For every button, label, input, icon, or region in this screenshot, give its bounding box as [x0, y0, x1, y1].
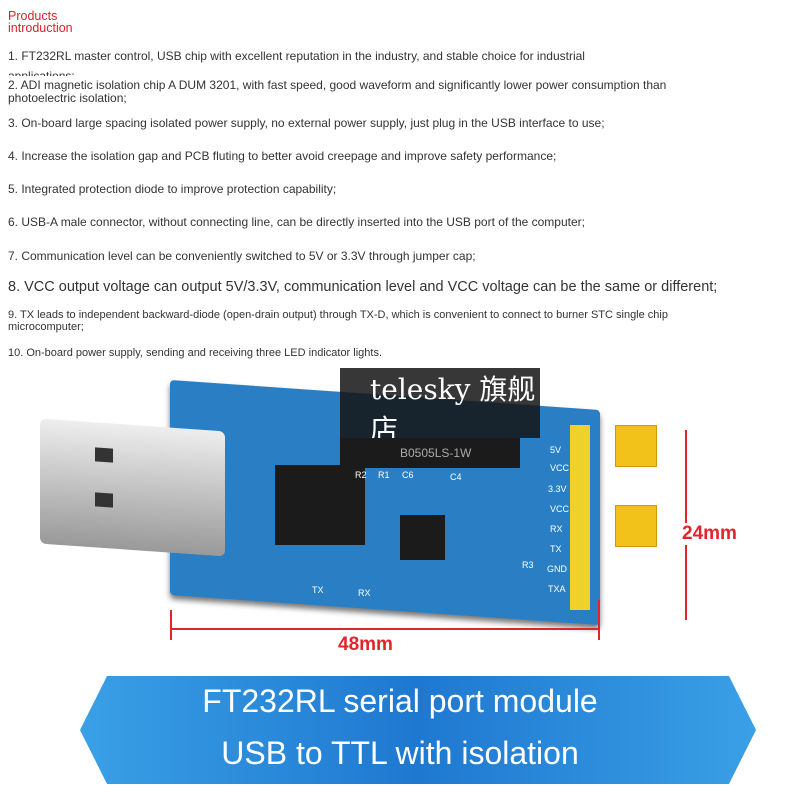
pin-header: [570, 425, 590, 610]
silk-label: C6: [402, 470, 414, 480]
pin-label: VCC: [550, 463, 570, 473]
pin-label: VCC: [550, 504, 570, 514]
intro-item: microcomputer;: [8, 321, 84, 333]
silk-label: C4: [450, 472, 462, 482]
pin-label: 3.3V: [548, 484, 567, 494]
intro-item: photoelectric isolation;: [8, 91, 127, 105]
banner-line-2: USB to TTL with isolation: [221, 735, 579, 771]
jumper-cap: [615, 505, 657, 547]
pin-label: RX: [550, 524, 563, 534]
pin-label: GND: [547, 564, 567, 574]
height-dimension: 24mm: [682, 523, 737, 545]
intro-item: 7. Communication level can be convenient…: [8, 249, 476, 263]
width-dimension: 48mm: [338, 634, 393, 655]
intro-item: 8. VCC output voltage can output 5V/3.3V…: [8, 279, 718, 295]
intro-item: 1. FT232RL master control, USB chip with…: [8, 49, 585, 63]
silk-label: TX: [312, 585, 324, 595]
intro-title: Products introduction: [8, 9, 73, 35]
silk-label: RX: [358, 588, 371, 598]
banner: [80, 676, 756, 784]
pin-label: 5V: [550, 445, 562, 455]
intro-item: 3. On-board large spacing isolated power…: [8, 116, 605, 130]
power-module: B0505LS-1W: [340, 438, 520, 468]
ft232rl-chip: [275, 465, 365, 545]
pin-label: TXA: [548, 584, 566, 594]
jumper-cap: [615, 425, 657, 467]
usb-connector: [40, 418, 225, 557]
isolation-chip: [400, 515, 445, 560]
intro-item: 9. TX leads to independent backward-diod…: [8, 309, 668, 321]
silk-label: R3: [522, 560, 534, 570]
intro-item: 4. Increase the isolation gap and PCB fl…: [8, 149, 557, 163]
silk-label: R1: [378, 470, 390, 480]
silk-label: R2: [355, 470, 367, 480]
banner-line-1: FT232RL serial port module: [202, 683, 598, 719]
intro-item: 2. ADI magnetic isolation chip A DUM 320…: [8, 78, 667, 92]
intro-item: applications;: [8, 70, 75, 76]
intro-item: 10. On-board power supply, sending and r…: [8, 347, 383, 359]
intro-item: 6. USB-A male connector, without connect…: [8, 215, 585, 229]
watermark-logo: telesky 旗舰店: [340, 368, 540, 446]
pin-label: TX: [550, 544, 562, 554]
intro-item: 5. Integrated protection diode to improv…: [8, 182, 337, 196]
